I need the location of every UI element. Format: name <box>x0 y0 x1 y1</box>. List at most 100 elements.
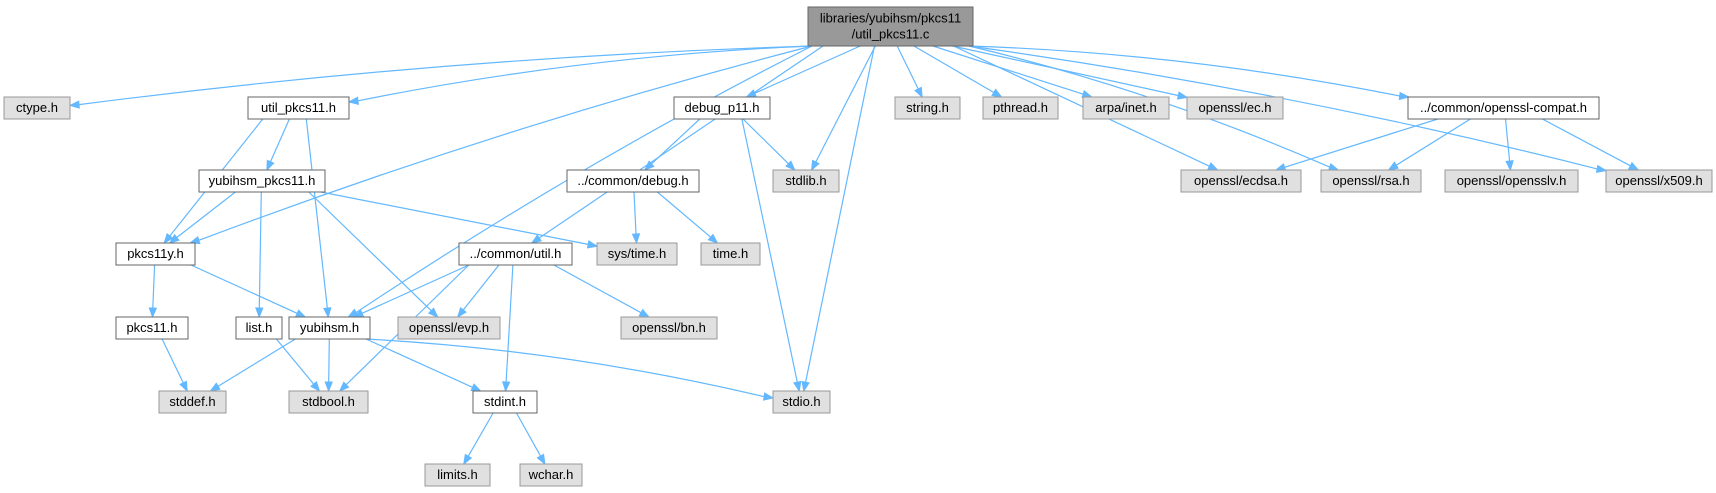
edge-arrowhead <box>209 382 221 392</box>
node-openssl-x509: openssl/x509.h <box>1605 169 1713 193</box>
edge-line <box>320 191 589 245</box>
node-label: yubihsm_pkcs11.h <box>209 173 316 188</box>
edge-line <box>269 118 290 163</box>
edge-line <box>805 45 876 383</box>
edge-arrowhead <box>810 159 820 172</box>
node-box <box>115 316 189 340</box>
node-pkcs11y[interactable]: pkcs11y.h <box>115 242 196 266</box>
node-debug-p11[interactable]: debug_p11.h <box>673 96 771 120</box>
node-stdbool: stdbool.h <box>288 390 369 414</box>
edge-line <box>198 45 813 241</box>
node-box <box>620 316 718 340</box>
node-common-debug[interactable]: ../common/debug.h <box>566 169 700 193</box>
edge-common_util-to-yubihsm <box>352 264 470 318</box>
edge-arrowhead <box>1505 160 1514 172</box>
node-box <box>1320 169 1422 193</box>
edge-arrowhead <box>631 233 641 245</box>
node-openssl-rsa: openssl/rsa.h <box>1320 169 1422 193</box>
edge-line <box>968 45 1400 97</box>
edge-line <box>1395 118 1471 166</box>
edge-util_pkcs11-to-yubihsm_pkcs11 <box>266 118 290 172</box>
edge-debug_p11-to-stdlib <box>742 118 796 171</box>
edge-arrowhead <box>801 380 810 393</box>
node-pkcs11[interactable]: pkcs11.h <box>115 316 189 340</box>
node-time: time.h <box>700 242 761 266</box>
node-box <box>1180 169 1302 193</box>
node-stdint[interactable]: stdint.h <box>472 390 538 414</box>
node-wchar: wchar.h <box>519 463 583 487</box>
edge-line <box>78 45 813 106</box>
node-label: openssl/evp.h <box>409 320 489 335</box>
edge-line <box>308 191 432 312</box>
edge-arrowhead <box>1207 162 1219 171</box>
edge-common_debug-to-time <box>657 191 719 244</box>
node-label: /util_pkcs11.c <box>852 27 930 42</box>
node-label: ../common/debug.h <box>577 173 688 188</box>
node-openssl-compat[interactable]: ../common/openssl-compat.h <box>1407 96 1600 120</box>
edge-root-to-openssl_compat <box>968 45 1411 101</box>
node-box <box>198 169 326 193</box>
node-label: util_pkcs11.h <box>261 100 336 115</box>
node-box <box>1605 169 1713 193</box>
edge-pkcs11y-to-pkcs11 <box>148 264 158 319</box>
edge-line <box>538 45 824 239</box>
edge-arrowhead <box>745 89 757 98</box>
node-box <box>673 96 771 120</box>
edge-arrowhead <box>324 381 333 393</box>
edge-line <box>913 45 995 94</box>
edge-line <box>633 191 637 235</box>
node-stdio: stdio.h <box>772 390 831 414</box>
node-box <box>596 242 678 266</box>
node-label: limits.h <box>437 467 477 482</box>
node-box <box>397 316 501 340</box>
node-label: wchar.h <box>528 467 574 482</box>
node-list[interactable]: list.h <box>235 316 283 340</box>
edge-pkcs11y-to-yubihsm <box>190 264 307 318</box>
node-util-pkcs11[interactable]: util_pkcs11.h <box>247 96 350 120</box>
edge-line <box>328 338 330 383</box>
edge-yubihsm-to-stdbool <box>324 338 333 393</box>
node-box <box>1186 96 1284 120</box>
edge-arrowhead <box>168 233 180 244</box>
node-openssl-ec: openssl/ec.h <box>1186 96 1284 120</box>
edge-arrowhead <box>266 159 275 172</box>
node-label: pkcs11y.h <box>127 246 184 261</box>
node-label: sys/time.h <box>608 246 667 261</box>
node-box <box>115 242 196 266</box>
node-label: ctype.h <box>16 100 58 115</box>
edge-arrowhead <box>294 309 307 318</box>
edge-line <box>190 264 298 314</box>
node-label: openssl/opensslv.h <box>1457 173 1567 188</box>
node-ctype: ctype.h <box>3 96 71 120</box>
edge-line <box>815 45 876 163</box>
node-root[interactable]: libraries/yubihsm/pkcs11/util_pkcs11.c <box>807 6 974 47</box>
node-box <box>894 96 961 120</box>
edge-yubihsm_pkcs11-to-list <box>255 191 264 319</box>
edge-line <box>161 338 184 384</box>
node-arpa-inet: arpa/inet.h <box>1082 96 1170 120</box>
edge-line <box>152 264 156 309</box>
node-box <box>1407 96 1600 120</box>
edge-arrowhead <box>1398 91 1411 101</box>
edge-line <box>741 118 798 383</box>
node-label: yubihsm.h <box>300 320 359 335</box>
node-box <box>3 96 71 120</box>
node-label: list.h <box>246 320 273 335</box>
node-common-util[interactable]: ../common/util.h <box>458 242 573 266</box>
node-box <box>288 390 369 414</box>
edge-root-to-string <box>896 45 923 99</box>
node-yubihsm[interactable]: yubihsm.h <box>288 316 371 340</box>
node-box <box>288 316 371 340</box>
edge-root-to-pthread <box>913 45 1003 98</box>
node-label: pkcs11.h <box>126 320 177 335</box>
edge-line <box>650 118 701 165</box>
edge-list-to-stdbool <box>275 338 321 393</box>
edge-arrowhead <box>255 307 264 319</box>
node-label: openssl/ecdsa.h <box>1194 173 1288 188</box>
node-label: stdio.h <box>782 394 820 409</box>
node-box <box>247 96 350 120</box>
edge-debug_p11-to-common_debug <box>643 118 701 171</box>
edge-arrowhead <box>338 381 350 392</box>
node-yubihsm-pkcs11[interactable]: yubihsm_pkcs11.h <box>198 169 326 193</box>
node-label: openssl/ec.h <box>1199 100 1272 115</box>
